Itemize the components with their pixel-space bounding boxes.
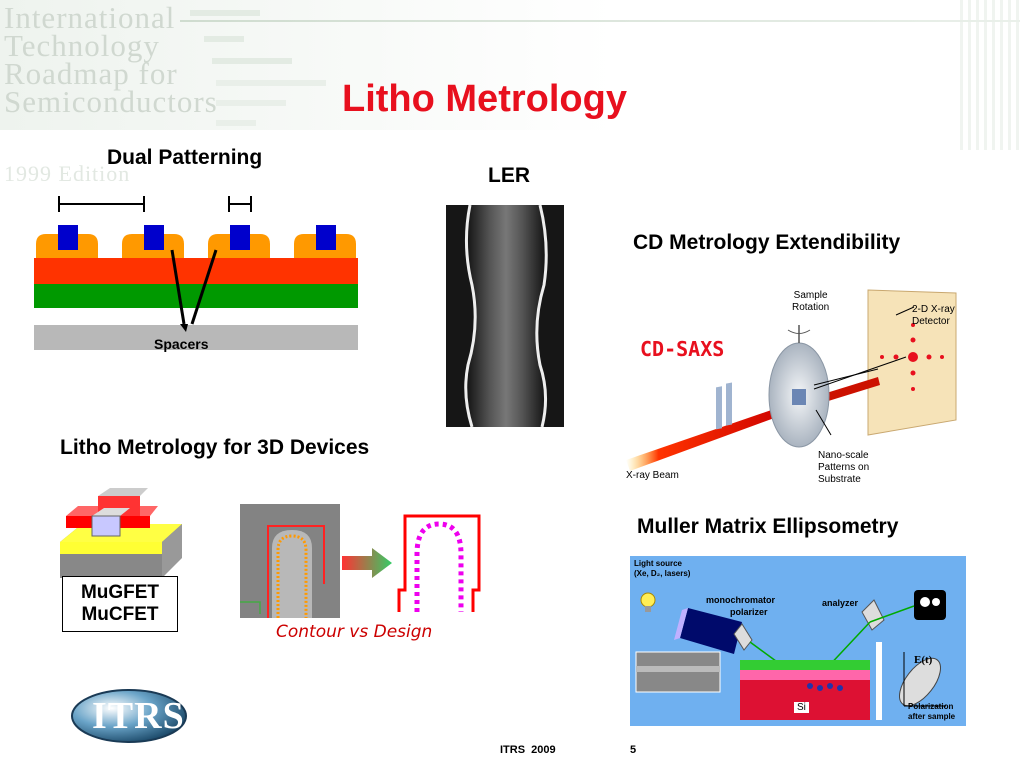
nanoscale-label: Nano-scale Patterns on Substrate (818, 450, 870, 485)
sample-rotation-label: Sample Rotation (792, 290, 830, 313)
detector-label: 2-D X-ray Detector (912, 304, 955, 327)
itrs-logo (71, 689, 187, 743)
device-label-box: MuGFET MuCFET (62, 576, 178, 632)
device-label-mugfet: MuGFET (80, 582, 160, 603)
monochromator-label: monochromator (706, 595, 776, 605)
cd-saxs-label: CD-SAXS (640, 337, 725, 361)
ellipsometry-graphic (635, 590, 964, 722)
dual-patterning-diagram (34, 196, 358, 350)
e-field-label: E(t) (914, 654, 933, 666)
polarizer-label: polarizer (730, 607, 768, 617)
watermark-year: 1999 Edition (4, 161, 131, 186)
spacer-arrows (170, 249, 218, 325)
cd-metrology-heading: CD Metrology Extendibility (633, 231, 901, 254)
core-lines (58, 225, 336, 250)
dual-patterning-heading: Dual Patterning (107, 146, 263, 169)
design-contour (397, 514, 481, 612)
ler-heading: LER (488, 164, 530, 187)
watermark-text: International Technology Roadmap for Sem… (4, 0, 218, 119)
diffraction-spots (880, 323, 944, 391)
si-label: Si (794, 702, 809, 713)
slide-title: Litho Metrology (342, 78, 627, 120)
page-number: 5 (630, 744, 637, 756)
spacer-shapes (36, 234, 356, 258)
ler-sem-image (446, 205, 564, 427)
pitch-marker (58, 196, 252, 212)
watermark-line: Technology (4, 28, 160, 63)
watermark-line: Roadmap for (4, 56, 178, 91)
spacers-label: Spacers (154, 336, 209, 352)
muller-heading: Muller Matrix Ellipsometry (637, 515, 899, 538)
watermark-line: International (4, 0, 176, 35)
analyzer-label: analyzer (822, 598, 859, 608)
watermark-list (190, 8, 350, 128)
decorative-stripes (960, 0, 1024, 150)
footer-org: ITRS 2009 (500, 744, 556, 756)
arrow-graphic (342, 548, 392, 578)
mugfet-diagram (60, 488, 182, 578)
polarization-label: Polarization after sample (908, 702, 956, 721)
xray-beam-label: X-ray Beam (626, 470, 679, 481)
header-rule (180, 20, 1020, 22)
watermark-line: Semiconductors (4, 84, 218, 119)
cd-saxs-diagram (626, 289, 957, 471)
contour-vs-design-label: Contour vs Design (276, 622, 433, 642)
itrs-logo-text: ITRS (92, 695, 185, 737)
device-label-mucfet: MuCFET (81, 604, 159, 625)
litho-3d-heading: Litho Metrology for 3D Devices (60, 436, 370, 459)
contour-sem-image (240, 504, 340, 618)
light-source-label: Light source (Xe, D₂, lasers) (634, 559, 691, 578)
